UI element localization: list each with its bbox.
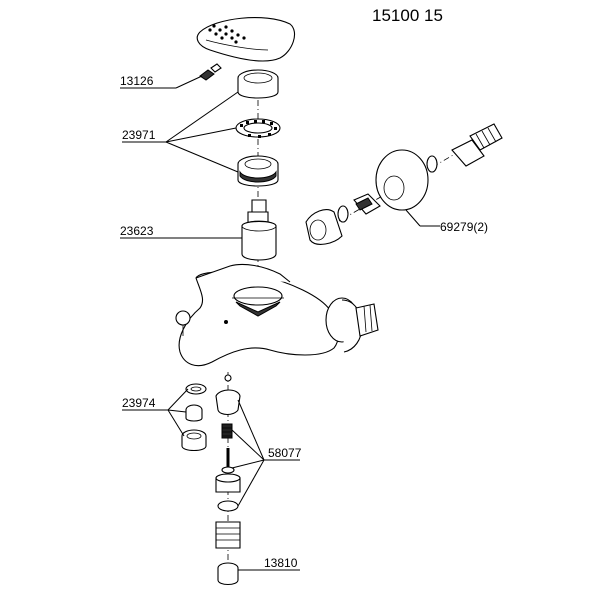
part-label-13810: 13810	[264, 556, 298, 570]
cover-flange	[375, 149, 429, 211]
diverter-knob	[215, 374, 241, 416]
part-label-23974: 23974	[122, 396, 156, 410]
o-ring-right	[426, 155, 438, 173]
threaded-nut	[237, 155, 279, 187]
leader-lines	[120, 75, 440, 571]
handle-cap	[196, 17, 295, 62]
cap-ring	[237, 69, 279, 99]
toothed-washer	[235, 118, 281, 138]
o-ring-left	[337, 205, 349, 223]
mixer-body	[178, 263, 379, 367]
diverter-threaded-insert	[215, 521, 241, 549]
threaded-insert	[353, 193, 381, 215]
cartridge	[241, 199, 277, 261]
aerator-washer	[185, 383, 207, 395]
s-union	[451, 123, 503, 167]
part-label-23971: 23971	[122, 128, 156, 142]
diverter-end-cap	[217, 562, 239, 586]
diverter-body	[215, 473, 241, 493]
part-label-13126: 13126	[120, 74, 154, 88]
diverter-stem	[221, 448, 235, 474]
diverter-spring	[221, 423, 233, 439]
reference-circle	[175, 310, 191, 336]
diverter-o-ring	[217, 500, 239, 512]
aerator-housing	[181, 429, 207, 452]
union-nut	[305, 209, 343, 245]
part-label-58077: 58077	[268, 446, 302, 460]
part-label-69279: 69279(2)	[440, 220, 489, 234]
part-label-23623: 23623	[120, 224, 154, 238]
aerator-insert	[185, 404, 203, 422]
model-number: 15100 15	[372, 6, 443, 25]
set-screw	[199, 63, 222, 81]
